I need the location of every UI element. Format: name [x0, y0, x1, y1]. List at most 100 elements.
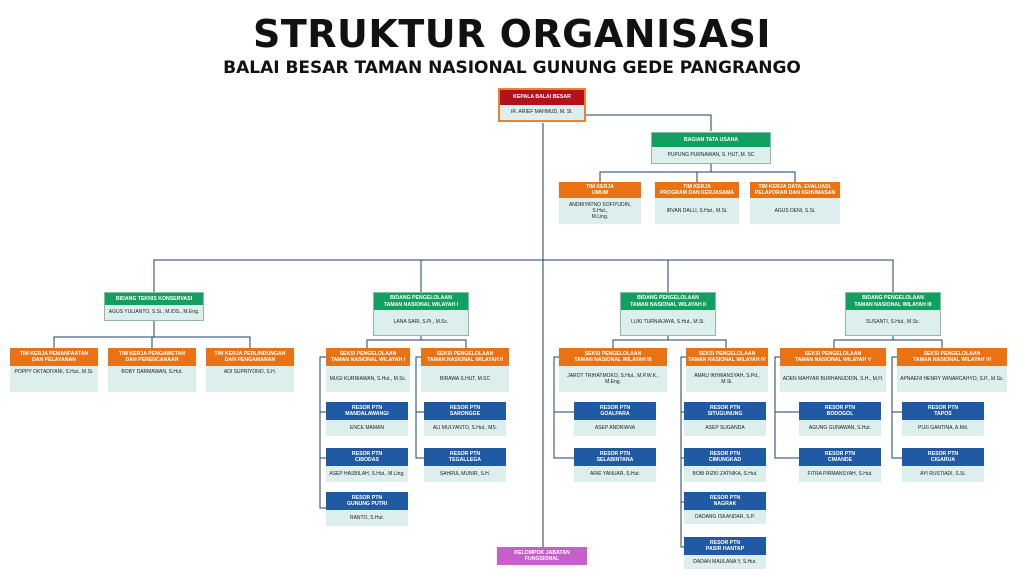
resor-tegallega-name: SAHRUL MUNIR, S.H.: [439, 470, 491, 477]
resor-tapos-box: RESOR PTN TAPOS PUJI GANTINA, A.Md.: [902, 402, 984, 436]
resor-gunung-putri-box: RESOR PTN GUNUNG PUTRI RANTO, S.Hut.: [326, 492, 408, 526]
tim-kerja-pemanfaatan-name: POPPY OKTADIYANI, S.Hut., M.Si.: [14, 369, 94, 375]
resor-mandalawangi-label: RESOR PTN MANDALAWANGI: [326, 402, 408, 420]
seksi-wilayah-6-name: APNAENI HENRY WINARCAHYO, S.P., M.Sc.: [900, 375, 1004, 382]
seksi-wilayah-4-label: SEKSI PENGELOLAAN TAMAN NASIONAL WILAYAH…: [686, 348, 768, 366]
seksi-wilayah-5-box: SEKSI PENGELOLAAN TAMAN NASIONAL WILAYAH…: [780, 348, 886, 392]
tata-usaha-label: BAGIAN TATA USAHA: [652, 133, 770, 147]
resor-cigarua-name: AYI RUSTIADI, S.Si.: [920, 470, 966, 477]
resor-tegallega-label: RESOR PTN TEGALLEGA: [424, 448, 506, 466]
seksi-wilayah-2-name: BIRAWA S.HUT, M.SC: [439, 375, 491, 382]
tata-usaha-name: PUPUNG PURNAWAN, S. HUT.,M. SC: [667, 151, 755, 158]
bidang-wilayah-2-label: BIDANG PENGELOLAAN TAMAN NASIONAL WILAYA…: [621, 293, 715, 310]
bidang-teknis-label: BIDANG TEKNIS KONSERVASI: [105, 293, 203, 305]
resor-cigarua-label: RESOR PTN CIGARUA: [902, 448, 984, 466]
tim-kerja-pengawetan-box: TIM KERJA PENGAWETAN DAN PERENCANAAN BOB…: [108, 348, 196, 392]
seksi-wilayah-1-name: MUGI KURNIAWAN, S.Hut., M.Sc.: [329, 375, 407, 382]
tim-kerja-program-label: TIM KERJA PROGRAM DAN KERJASAMA: [655, 182, 739, 198]
resor-cimande-box: RESOR PTN CIMANDE FITRA PIRMANSYAH, S.Hu…: [799, 448, 881, 482]
tim-kerja-umum-box: TIM KERJA UMUM ANDRIYATNO SOFIYUDIN, S.H…: [559, 182, 641, 224]
resor-selabintana-box: RESOR PTN SELABINTANA ARIE YANUAR, S.Hut…: [574, 448, 656, 482]
resor-pasir-hantap-name: DADAN MAULANA Y, S.Hut.: [693, 558, 757, 565]
resor-situgunung-box: RESOR PTN SITUGUNUNG ASEP SUGANDA: [684, 402, 766, 436]
tim-kerja-perlindungan-name: ADI SUPRIYONO, S.H.: [223, 369, 277, 375]
bidang-wilayah-2-box: BIDANG PENGELOLAAN TAMAN NASIONAL WILAYA…: [620, 292, 716, 336]
page-subtitle: BALAI BESAR TAMAN NASIONAL GUNUNG GEDE P…: [223, 58, 801, 78]
kelompok-jabatan-fungsional-label: KELOMPOK JABATAN FUNGSIONAL: [497, 547, 587, 565]
resor-cimungkad-name: BOBI RIZKI ZATNIKA, S.Hut.: [692, 470, 758, 477]
kelompok-jabatan-fungsional-box: KELOMPOK JABATAN FUNGSIONAL: [497, 547, 587, 565]
bidang-wilayah-1-label: BIDANG PENGELOLAAN TAMAN NASIONAL WILAYA…: [374, 293, 468, 310]
resor-situgunung-name: ASEP SUGANDA: [705, 424, 745, 431]
resor-cibodas-label: RESOR PTN CIBODAS: [326, 448, 408, 466]
seksi-wilayah-3-box: SEKSI PENGELOLAAN TAMAN NASIONAL WILAYAH…: [559, 348, 667, 392]
resor-bodogol-name: AGUNG GUNAWAN, S.Hut.: [808, 424, 872, 431]
bidang-wilayah-3-label: BIDANG PENGELOLAAN TAMAN NASIONAL WILAYA…: [846, 293, 940, 310]
page-title: STRUKTUR ORGANISASI: [252, 12, 771, 56]
resor-nagrak-name: DADANG ISKANDAR, S.P.: [695, 513, 755, 520]
kepala-name: IR. ARIEF MAHMUD, M. SI.: [511, 109, 573, 116]
seksi-wilayah-6-box: SEKSI PENGELOLAAN TAMAN NASIONAL WILAYAH…: [897, 348, 1007, 392]
tim-kerja-perlindungan-box: TIM KERJA PERLINDUNGAN DAN PENGAMANAN AD…: [206, 348, 294, 392]
tim-kerja-pengawetan-name: BOBY DARMAWAN, S.Hut.: [121, 369, 183, 375]
resor-sarongge-name: ALI MULYANTO, S.Hut., MS.: [432, 424, 498, 431]
seksi-wilayah-6-label: SEKSI PENGELOLAAN TAMAN NASIONAL WILAYAH…: [897, 348, 1007, 366]
resor-tegallega-box: RESOR PTN TEGALLEGA SAHRUL MUNIR, S.H.: [424, 448, 506, 482]
tim-kerja-pengawetan-label: TIM KERJA PENGAWETAN DAN PERENCANAAN: [108, 348, 196, 366]
resor-gunung-putri-label: RESOR PTN GUNUNG PUTRI: [326, 492, 408, 510]
tim-kerja-data-label: TIM KERJA DATA, EVALUASI, PELAPORAN DAN …: [750, 182, 840, 198]
tim-kerja-umum-name: ANDRIYATNO SOFIYUDIN, S.Hut., M.Ling.: [568, 201, 632, 221]
resor-cibodas-name: ASEP HASBILAH, S.Hut., M.Ling.: [329, 470, 405, 477]
seksi-wilayah-2-label: SEKSI PENGELOLAAN TAMAN NASIONAL WILAYAH…: [421, 348, 509, 366]
bidang-wilayah-1-name: LANA SARI, S.Pi., M.Sc.: [393, 319, 449, 326]
bidang-wilayah-3-box: BIDANG PENGELOLAAN TAMAN NASIONAL WILAYA…: [845, 292, 941, 336]
seksi-wilayah-1-box: SEKSI PENGELOLAAN TAMAN NASIONAL WILAYAH…: [326, 348, 410, 392]
resor-situgunung-label: RESOR PTN SITUGUNUNG: [684, 402, 766, 420]
resor-bodogol-box: RESOR PTN BODOGOL AGUNG GUNAWAN, S.Hut.: [799, 402, 881, 436]
kepala-balai-besar-box: KEPALA BALAI BESAR IR. ARIEF MAHMUD, M. …: [498, 88, 586, 122]
seksi-wilayah-5-label: SEKSI PENGELOLAAN TAMAN NASIONAL WILAYAH…: [780, 348, 886, 366]
resor-cigarua-box: RESOR PTN CIGARUA AYI RUSTIADI, S.Si.: [902, 448, 984, 482]
tim-kerja-data-box: TIM KERJA DATA, EVALUASI, PELAPORAN DAN …: [750, 182, 840, 224]
bidang-teknis-name: AGUS YULIANTO, S.Si., M.IDS., M.Eng.: [108, 309, 200, 316]
bidang-wilayah-2-name: LUKI TURNIAJAYA, S.Hut., M.Si.: [631, 319, 705, 326]
resor-cibodas-box: RESOR PTN CIBODAS ASEP HASBILAH, S.Hut.,…: [326, 448, 408, 482]
resor-selabintana-label: RESOR PTN SELABINTANA: [574, 448, 656, 466]
resor-goalpara-name: ASEP ANDRIANA: [594, 424, 636, 431]
seksi-wilayah-3-label: SEKSI PENGELOLAAN TAMAN NASIONAL WILAYAH…: [559, 348, 667, 366]
resor-gunung-putri-name: RANTO, S.Hut.: [349, 514, 385, 521]
seksi-wilayah-1-label: SEKSI PENGELOLAAN TAMAN NASIONAL WILAYAH…: [326, 348, 410, 366]
resor-cimande-name: FITRA PIRMANSYAH, S.Hut.: [807, 470, 873, 477]
resor-mandalawangi-box: RESOR PTN MANDALAWANGI ENCE MAMAN: [326, 402, 408, 436]
resor-sarongge-label: RESOR PTN SARONGGE: [424, 402, 506, 420]
bidang-wilayah-3-name: SUSANTI, S.Hut., M.Sc.: [866, 319, 920, 326]
resor-selabintana-name: ARIE YANUAR, S.Hut.: [589, 470, 641, 477]
tim-kerja-umum-label: TIM KERJA UMUM: [559, 182, 641, 198]
seksi-wilayah-4-name: AMRU IKHWANSYAH, S.Pd., M.Si.: [694, 372, 760, 385]
resor-mandalawangi-name: ENCE MAMAN: [350, 424, 384, 431]
resor-nagrak-label: RESOR PTN NAGRAK: [684, 492, 766, 510]
tim-kerja-pemanfaatan-label: TIM KERJA PEMANFAATAN DAN PELAYANAN: [10, 348, 98, 366]
resor-pasir-hantap-label: RESOR PTN PASIR HANTAP: [684, 537, 766, 555]
tim-kerja-program-name: IRVAN DALLI, S.Hut., M.Si.: [666, 207, 728, 214]
tim-kerja-pemanfaatan-box: TIM KERJA PEMANFAATAN DAN PELAYANAN POPP…: [10, 348, 98, 392]
resor-sarongge-box: RESOR PTN SARONGGE ALI MULYANTO, S.Hut.,…: [424, 402, 506, 436]
resor-cimungkad-label: RESOR PTN CIMUNGKAD: [684, 448, 766, 466]
resor-tapos-name: PUJI GANTINA, A.Md.: [917, 424, 968, 431]
tim-kerja-program-box: TIM KERJA PROGRAM DAN KERJASAMA IRVAN DA…: [655, 182, 739, 224]
tim-kerja-data-name: AGUS DENI, S.Si.: [774, 207, 816, 214]
bidang-wilayah-1-box: BIDANG PENGELOLAAN TAMAN NASIONAL WILAYA…: [373, 292, 469, 336]
seksi-wilayah-2-box: SEKSI PENGELOLAAN TAMAN NASIONAL WILAYAH…: [421, 348, 509, 392]
seksi-wilayah-3-name: JAROT TRIHATMOKO, S.Hut., M.P.W.K., M.En…: [567, 372, 659, 385]
tim-kerja-perlindungan-label: TIM KERJA PERLINDUNGAN DAN PENGAMANAN: [206, 348, 294, 366]
resor-cimungkad-box: RESOR PTN CIMUNGKAD BOBI RIZKI ZATNIKA, …: [684, 448, 766, 482]
seksi-wilayah-5-name: ADEN MAHYAR BURHANUDDIN, S.H., M.H.: [782, 375, 884, 382]
bidang-teknis-konservasi-box: BIDANG TEKNIS KONSERVASI AGUS YULIANTO, …: [104, 292, 204, 321]
resor-bodogol-label: RESOR PTN BODOGOL: [799, 402, 881, 420]
resor-tapos-label: RESOR PTN TAPOS: [902, 402, 984, 420]
resor-pasir-hantap-box: RESOR PTN PASIR HANTAP DADAN MAULANA Y, …: [684, 537, 766, 569]
bagian-tata-usaha-box: BAGIAN TATA USAHA PUPUNG PURNAWAN, S. HU…: [651, 132, 771, 164]
seksi-wilayah-4-box: SEKSI PENGELOLAAN TAMAN NASIONAL WILAYAH…: [686, 348, 768, 392]
resor-nagrak-box: RESOR PTN NAGRAK DADANG ISKANDAR, S.P.: [684, 492, 766, 524]
